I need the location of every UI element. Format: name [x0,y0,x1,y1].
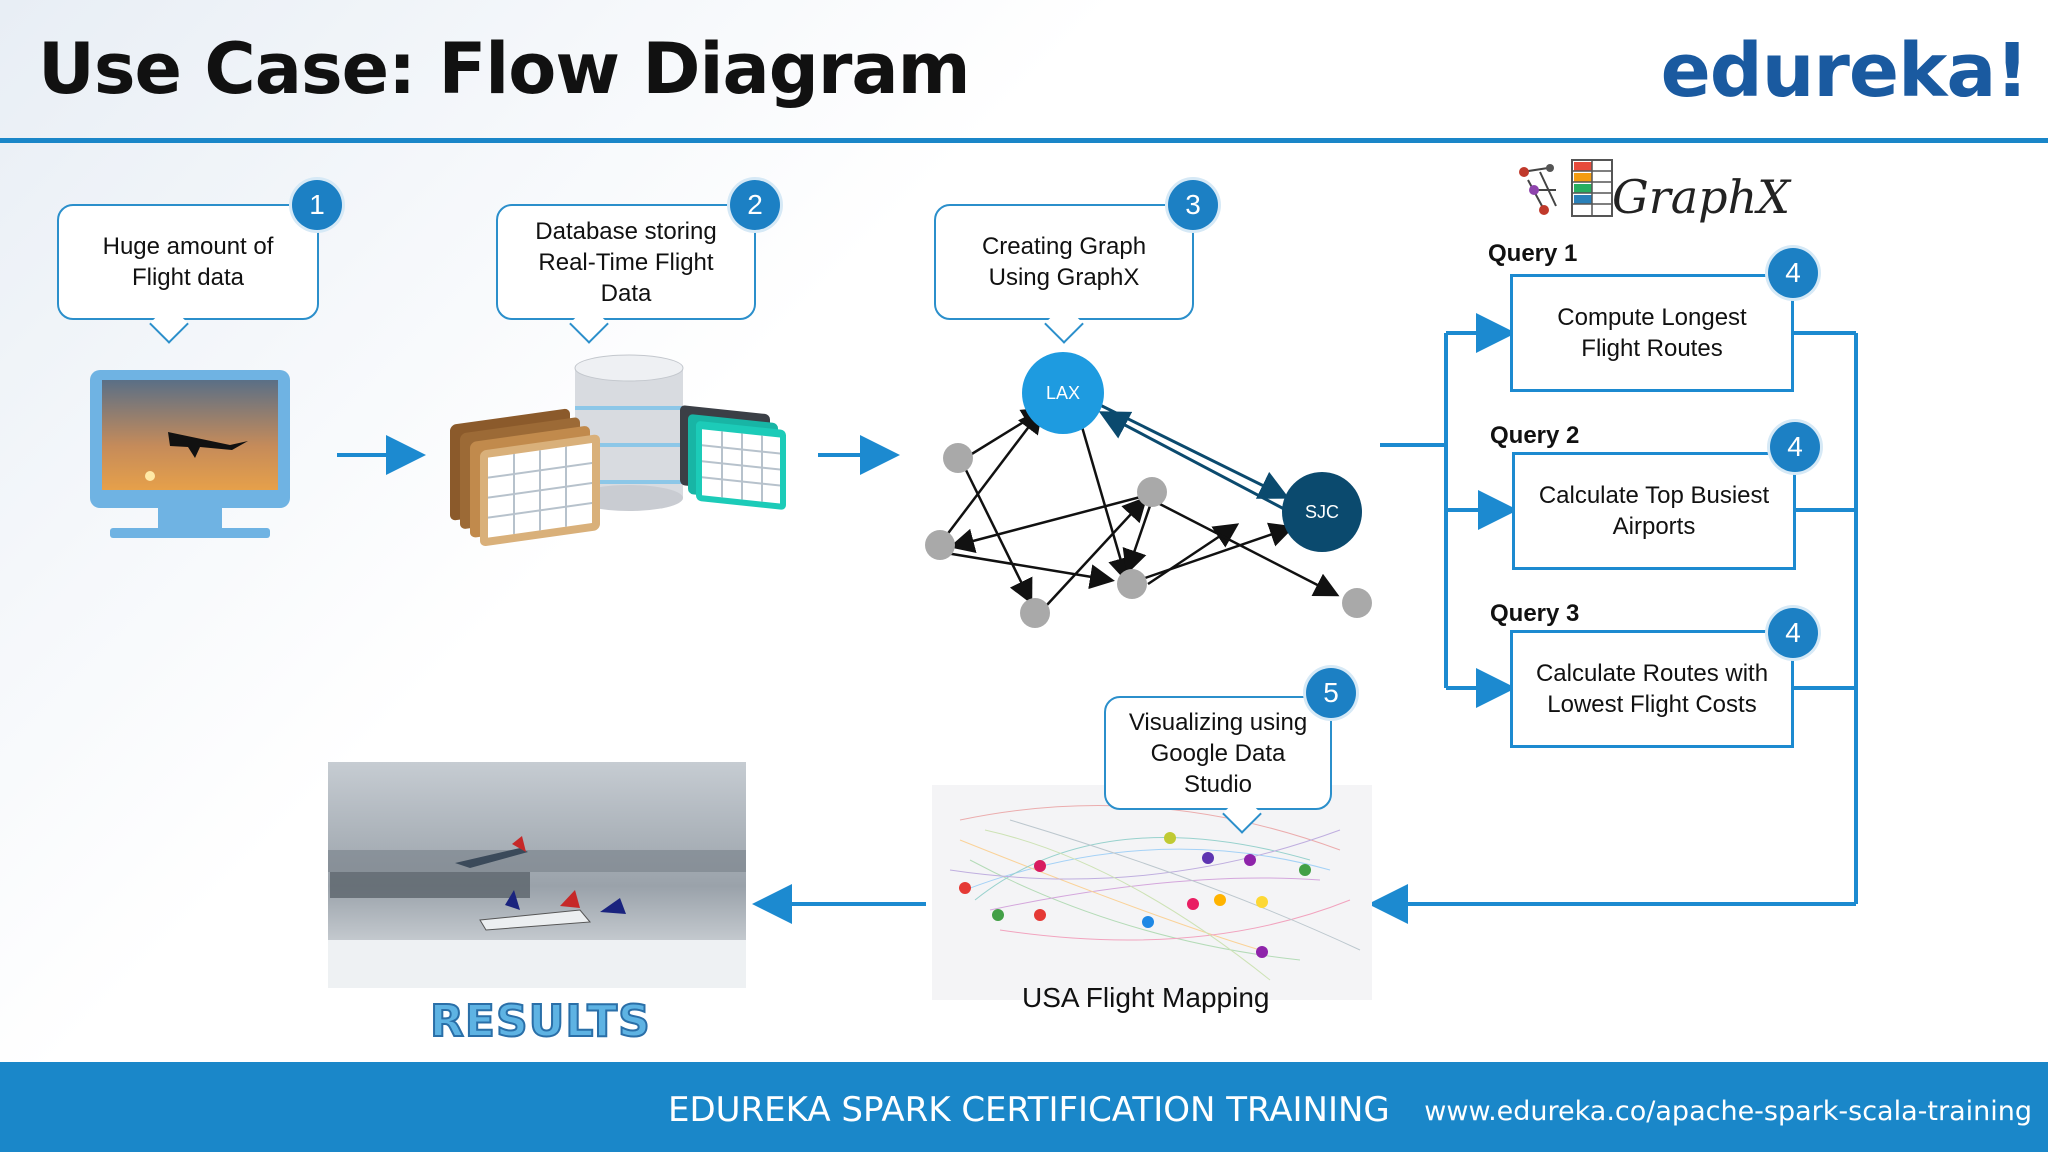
query-3-box: Calculate Routes with Lowest Flight Cost… [1510,630,1794,748]
sjc-node-label: SJC [1305,502,1339,522]
query-1-text: Compute Longest Flight Routes [1557,304,1747,362]
usa-flight-map-image [932,785,1372,1000]
query-2-badge: 4 [1770,422,1820,472]
step-badge-2: 2 [730,180,780,230]
callout-database-text: Database storing Real-Time Flight Data [535,217,717,307]
callout-graphx: Creating Graph Using GraphX [934,204,1194,320]
callout-visualizing: Visualizing using Google Data Studio [1104,696,1332,810]
graph-nodes [925,443,1372,628]
callout-flight-data-text: Huge amount of Flight data [102,233,274,291]
footer-course-title: EDUREKA SPARK CERTIFICATION TRAINING [668,1090,1390,1130]
query-3-badge: 4 [1768,608,1818,658]
graphx-logo-text: GraphX [1612,170,1790,224]
callout-flight-data: Huge amount of Flight data [57,204,319,320]
lax-node [1022,352,1104,434]
airport-photo-image [328,762,746,988]
edureka-logo: edureka! [1660,28,2029,114]
results-label: RESULTS [429,995,651,1048]
query-1-label: Query 1 [1488,240,1578,267]
step-badge-1: 1 [292,180,342,230]
query-3-text: Calculate Routes with Lowest Flight Cost… [1535,660,1769,718]
callout-visualizing-text: Visualizing using Google Data Studio [1128,708,1308,798]
query-2-box: Calculate Top Busiest Airports [1512,452,1796,570]
graph-lax-sjc-edges [1098,403,1290,512]
graphx-logo-icon [1519,159,1613,217]
monitor-icon [90,370,290,538]
lax-node-label: LAX [1046,383,1080,403]
footer-url: www.edureka.co/apache-spark-scala-traini… [1424,1096,2032,1127]
query-3-label: Query 3 [1490,600,1580,627]
sjc-node [1282,472,1362,552]
callout-graphx-text: Creating Graph Using GraphX [981,233,1147,291]
query-2-label: Query 2 [1490,422,1580,449]
database-icon [450,354,786,546]
slide-title: Use Case: Flow Diagram [38,28,971,110]
footer-bar [0,1062,2048,1152]
callout-database: Database storing Real-Time Flight Data [496,204,756,320]
step-badge-5: 5 [1306,668,1356,718]
query-2-text: Calculate Top Busiest Airports [1538,482,1770,540]
usa-flight-mapping-caption: USA Flight Mapping [1022,982,1270,1013]
query-1-box: Compute Longest Flight Routes [1510,274,1794,392]
title-divider [0,138,2048,143]
step-badge-3: 3 [1168,180,1218,230]
graph-edges [939,407,1340,607]
query-1-badge: 4 [1768,248,1818,298]
query-connectors [1368,313,1858,924]
